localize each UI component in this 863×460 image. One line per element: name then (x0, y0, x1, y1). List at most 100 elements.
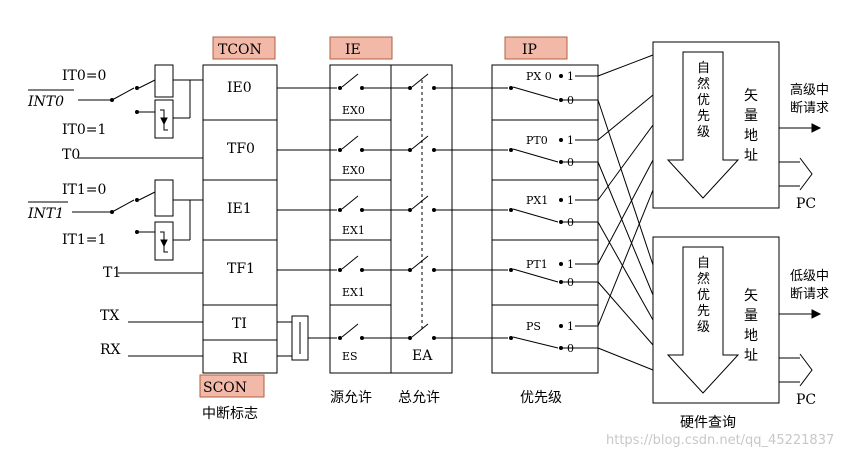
input-it0-1: IT0=1 (62, 122, 106, 138)
priority-zero-2: 0 (567, 216, 574, 229)
high-pc-label: PC (796, 196, 816, 212)
source-switch-1 (330, 135, 391, 152)
high-queue-char-3: 优 (697, 93, 710, 108)
low-pc-label: PC (796, 392, 816, 408)
enable-bit-ex0-b: EX0 (342, 164, 365, 177)
enable-bit-es: ES (342, 350, 358, 363)
high-queue-char-2: 然 (697, 76, 710, 92)
caption-flags: 中断标志 (202, 406, 258, 422)
priority-one-4: 1 (567, 320, 574, 333)
flag-tf0: TF0 (227, 141, 255, 157)
ie-tag (329, 36, 393, 60)
low-vector-char-3: 地 (744, 328, 758, 344)
caption-priority: 优先级 (520, 390, 562, 406)
high-vector-char-4: 址 (744, 148, 758, 164)
int1-trigger-selector (72, 179, 203, 261)
flag-ri: RI (232, 351, 248, 367)
high-vector-char-2: 量 (744, 108, 758, 124)
enable-bit-ex1-a: EX1 (342, 224, 365, 237)
low-queue-char-4: 先 (697, 304, 710, 319)
high-request-line2: 断请求 (790, 101, 829, 116)
caption-source-enable: 源允许 (330, 390, 372, 406)
priority-one-2: 1 (567, 194, 574, 207)
priority-one-3: 1 (567, 258, 574, 271)
priority-one-1: 1 (567, 134, 574, 147)
tcon-label: TCON (218, 42, 262, 58)
input-rx: RX (100, 342, 121, 358)
low-priority-query-block (652, 236, 780, 404)
high-vector-char-3: 地 (744, 128, 758, 144)
low-request-line1: 低级中 (790, 269, 829, 284)
source-switch-0 (330, 73, 391, 90)
low-vector-char-4: 址 (744, 348, 758, 364)
ip-priority-register (491, 64, 599, 374)
high-queue-char-5: 级 (697, 125, 710, 140)
input-t1: T1 (103, 265, 121, 281)
priority-zero-4: 0 (567, 342, 574, 355)
caption-global-enable: 总允许 (398, 390, 440, 406)
priority-switch-1 (492, 138, 598, 164)
high-vector-char-1: 矢 (744, 88, 758, 104)
high-request-line1: 高级中 (790, 82, 829, 98)
flag-register (202, 64, 278, 374)
priority-bit-ps: PS (526, 320, 541, 333)
enable-bit-ex0-a: EX0 (342, 104, 365, 117)
input-t0: T0 (62, 147, 80, 163)
priority-routing-lines (597, 54, 654, 371)
low-queue-char-2: 然 (697, 271, 710, 287)
priority-zero-3: 0 (567, 276, 574, 289)
priority-zero-1: 0 (567, 156, 574, 169)
flag-ie0: IE0 (227, 80, 252, 96)
priority-bit-px0: PX 0 (526, 70, 552, 83)
high-queue-char-4: 先 (697, 109, 710, 124)
source-switch-2 (330, 195, 391, 212)
ea-gang-switch (391, 73, 452, 340)
low-queue-char-1: 自 (697, 256, 710, 271)
priority-switch-2 (492, 198, 598, 224)
caption-hardware-query: 硬件查询 (680, 415, 736, 431)
priority-switch-3 (492, 262, 598, 284)
int0-trigger-selector (78, 64, 203, 139)
priority-bit-pt1: PT1 (526, 258, 548, 271)
high-pc-arrow (779, 157, 813, 191)
input-tx: TX (100, 308, 119, 324)
priority-bit-px1: PX1 (526, 194, 548, 207)
input-int0: INT0 (27, 94, 64, 110)
enable-bit-ex1-b: EX1 (342, 286, 365, 299)
low-request-line2: 断请求 (790, 287, 829, 302)
scon-tag (199, 374, 265, 398)
ie-enable-register (329, 64, 453, 374)
priority-bit-pt0: PT0 (526, 134, 548, 147)
scon-label: SCON (203, 380, 247, 396)
tcon-tag (212, 36, 276, 60)
priority-one-0: 1 (567, 70, 574, 83)
input-it0-0: IT0=0 (62, 68, 106, 84)
low-vector-char-2: 量 (744, 308, 758, 324)
input-it1-0: IT1=0 (62, 182, 106, 198)
ie-label: IE (345, 42, 361, 58)
high-priority-query-block (652, 41, 780, 209)
ti-ri-or-gate (277, 315, 330, 361)
watermark: https://blog.csdn.net/qq_45221837 (606, 433, 834, 448)
priority-zero-0: 0 (567, 94, 574, 107)
flag-tf1: TF1 (227, 261, 255, 277)
input-int1: INT1 (27, 206, 64, 222)
flag-ti: TI (232, 316, 247, 332)
high-request-arrow (779, 123, 822, 133)
low-vector-char-1: 矢 (744, 288, 758, 304)
source-switch-4 (330, 323, 391, 340)
ip-label: IP (522, 42, 537, 58)
high-queue-char-1: 自 (697, 61, 710, 76)
source-switch-3 (330, 255, 391, 272)
input-it1-1: IT1=1 (62, 232, 106, 248)
flag-ie1: IE1 (227, 201, 252, 217)
low-request-arrow (779, 309, 822, 319)
low-queue-char-3: 优 (697, 288, 710, 303)
low-pc-arrow (779, 353, 813, 387)
priority-switch-4 (492, 324, 598, 350)
ip-tag (504, 36, 568, 60)
ea-label: EA (412, 348, 433, 364)
priority-switch-0 (492, 74, 598, 102)
low-queue-char-5: 级 (697, 320, 710, 335)
